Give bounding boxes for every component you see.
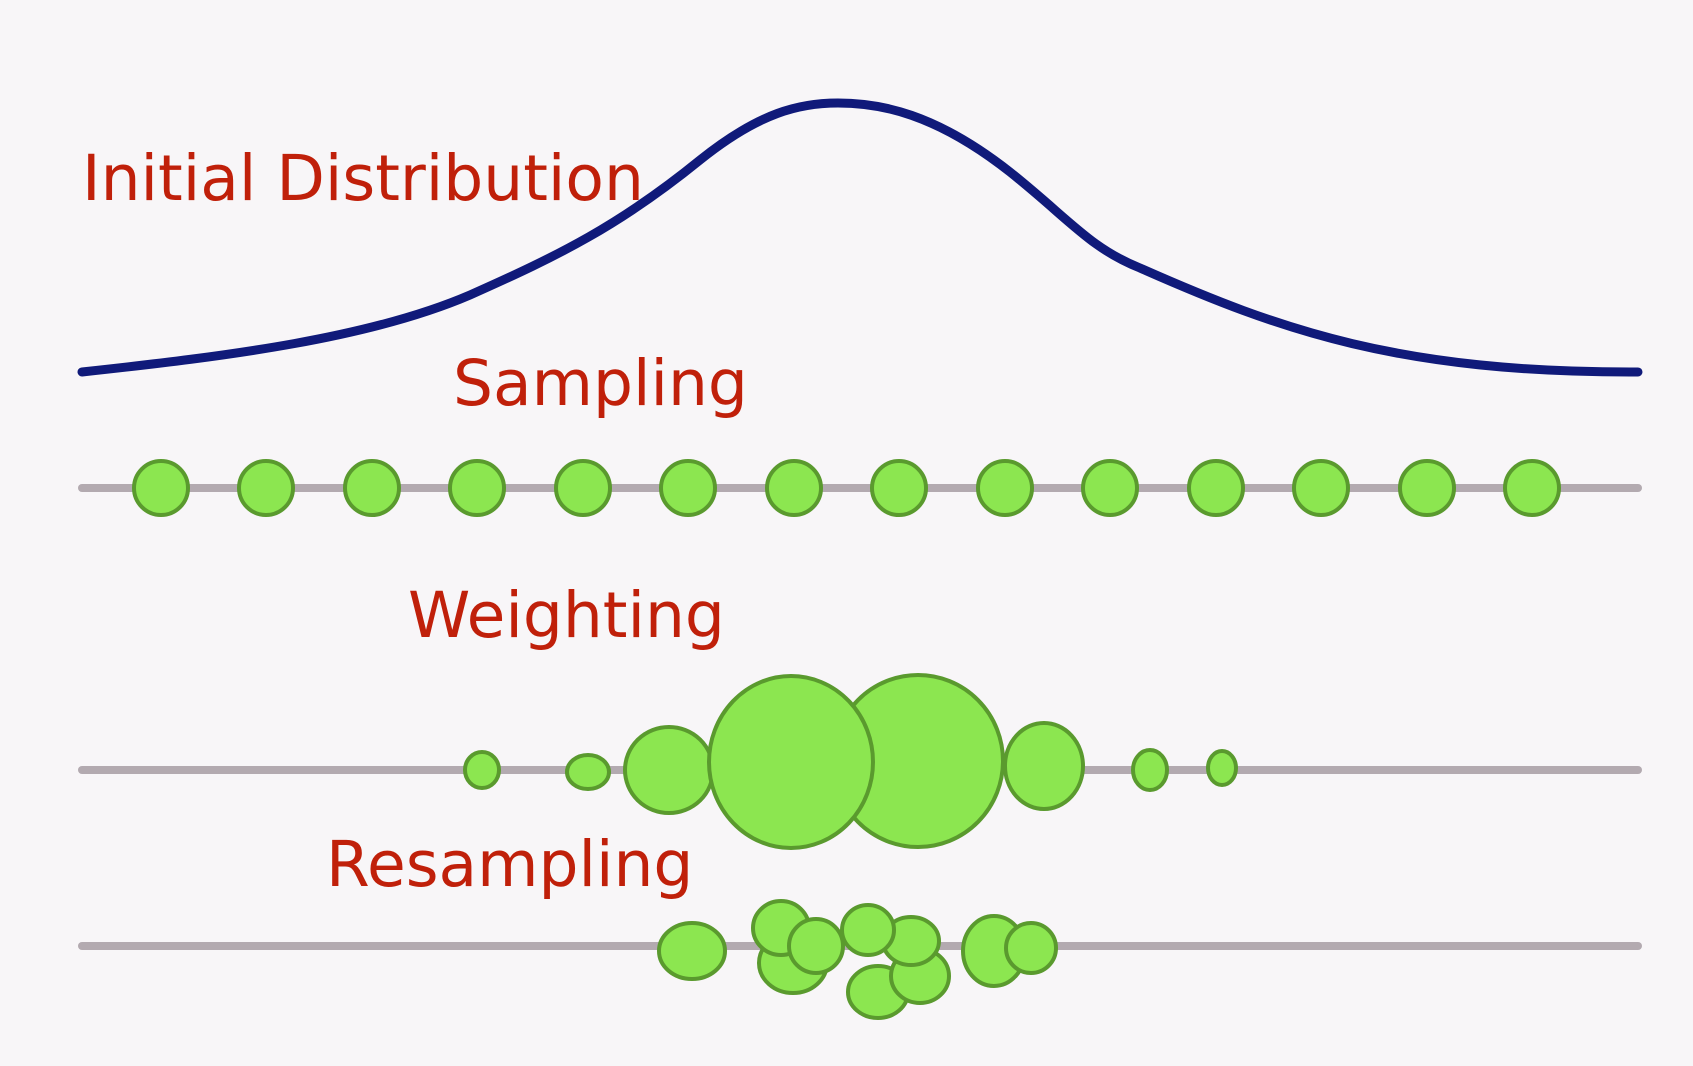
resampled-particle	[787, 917, 845, 975]
sample-particle	[870, 459, 928, 517]
weighted-particle	[1131, 748, 1169, 792]
resampling-label: Resampling	[326, 828, 693, 901]
sample-particle	[976, 459, 1034, 517]
sample-particle	[343, 459, 401, 517]
weighting-label: Weighting	[408, 579, 725, 652]
weighted-particle	[1003, 721, 1085, 811]
sample-particle	[659, 459, 717, 517]
sample-particle	[554, 459, 612, 517]
sample-particle	[1398, 459, 1456, 517]
initial-distribution-curve	[77, 98, 1643, 377]
weighted-particle	[707, 674, 875, 850]
resampled-particle	[1004, 921, 1058, 975]
sample-particle	[237, 459, 295, 517]
sample-particle	[1503, 459, 1561, 517]
sample-particle	[132, 459, 190, 517]
weighted-particle	[565, 753, 611, 791]
weighted-particle	[623, 725, 715, 815]
sampling-label: Sampling	[453, 347, 748, 420]
sample-particle	[1292, 459, 1350, 517]
initial-distribution-label: Initial Distribution	[82, 142, 644, 215]
sample-particle	[1187, 459, 1245, 517]
resampled-particles	[657, 899, 1058, 1020]
sample-particle	[448, 459, 506, 517]
weighted-particle	[1206, 749, 1238, 787]
resampled-particle	[840, 903, 896, 957]
sample-particle	[765, 459, 823, 517]
sample-particle	[1081, 459, 1139, 517]
resampled-particle	[657, 921, 727, 981]
sampling-particles	[132, 459, 1561, 517]
weighted-particle	[463, 750, 501, 790]
weighted-particles	[463, 673, 1238, 850]
